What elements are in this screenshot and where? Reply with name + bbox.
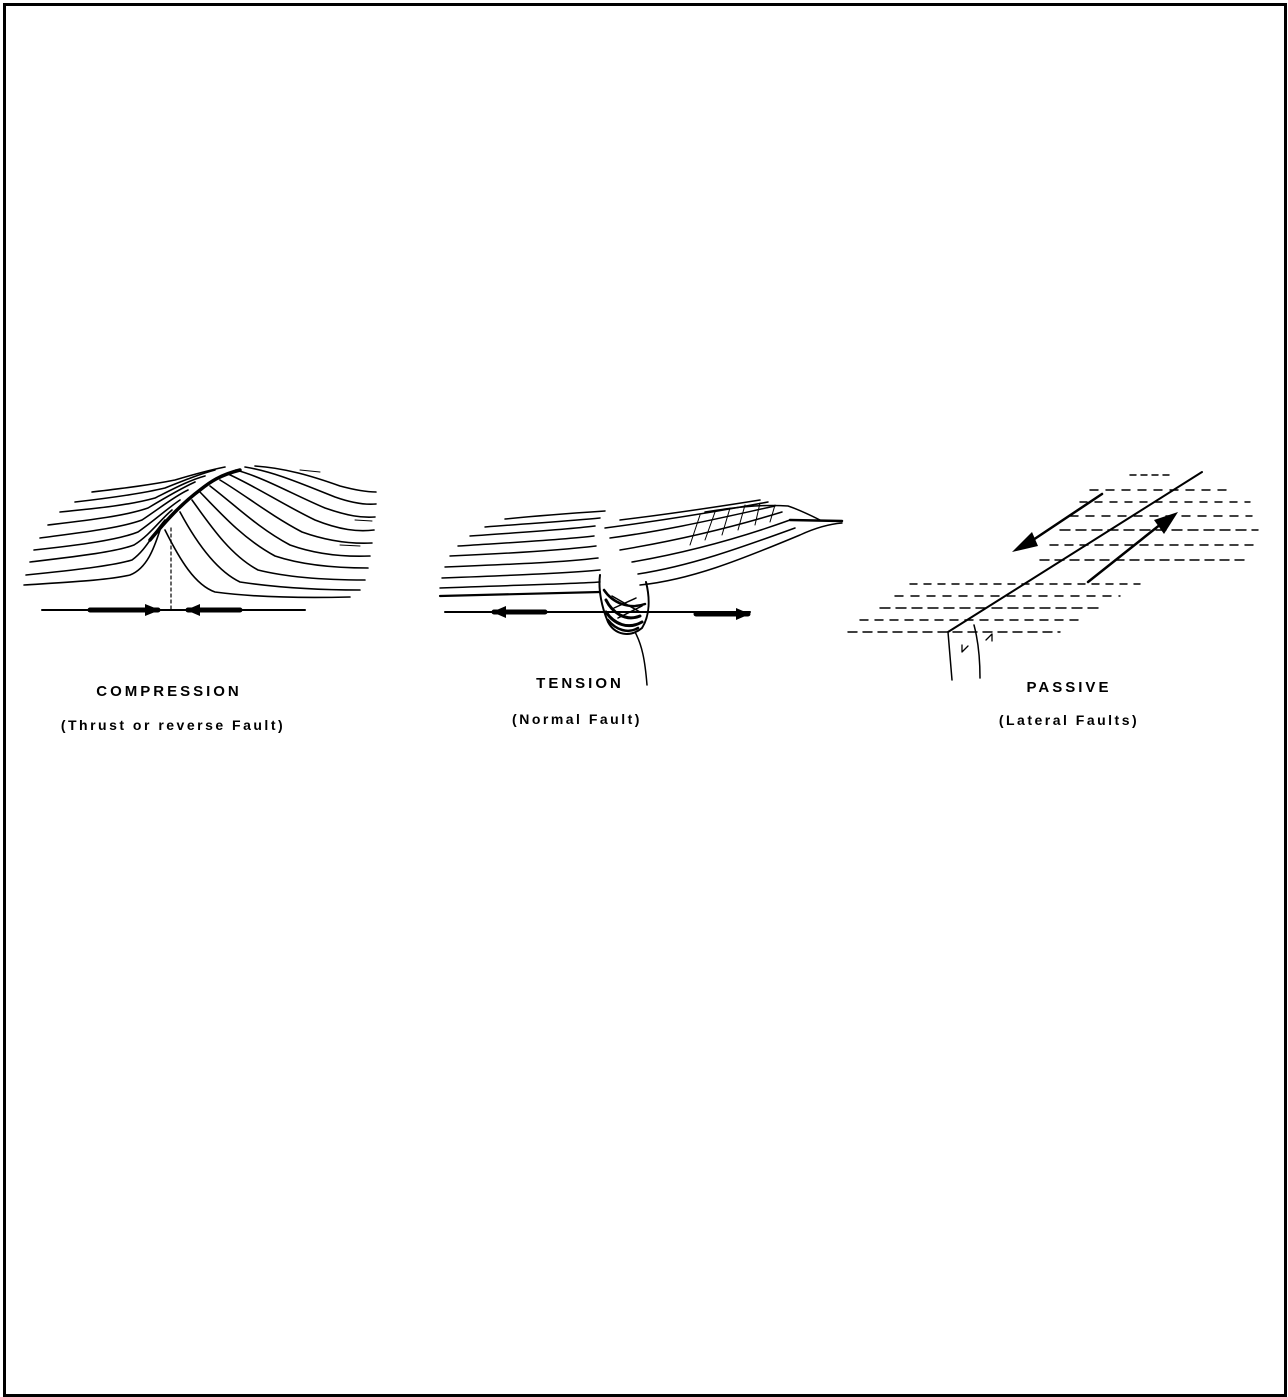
compression-sketch — [24, 466, 376, 616]
tension-subtitle: (Normal Fault) — [512, 711, 642, 727]
passive-sketch — [848, 472, 1258, 680]
passive-subtitle: (Lateral Faults) — [999, 712, 1139, 728]
tension-sketch — [440, 500, 842, 685]
compression-title: COMPRESSION — [96, 683, 242, 700]
passive-title: PASSIVE — [1027, 679, 1112, 696]
compression-subtitle: (Thrust or reverse Fault) — [61, 717, 285, 733]
tension-title: TENSION — [536, 675, 624, 692]
